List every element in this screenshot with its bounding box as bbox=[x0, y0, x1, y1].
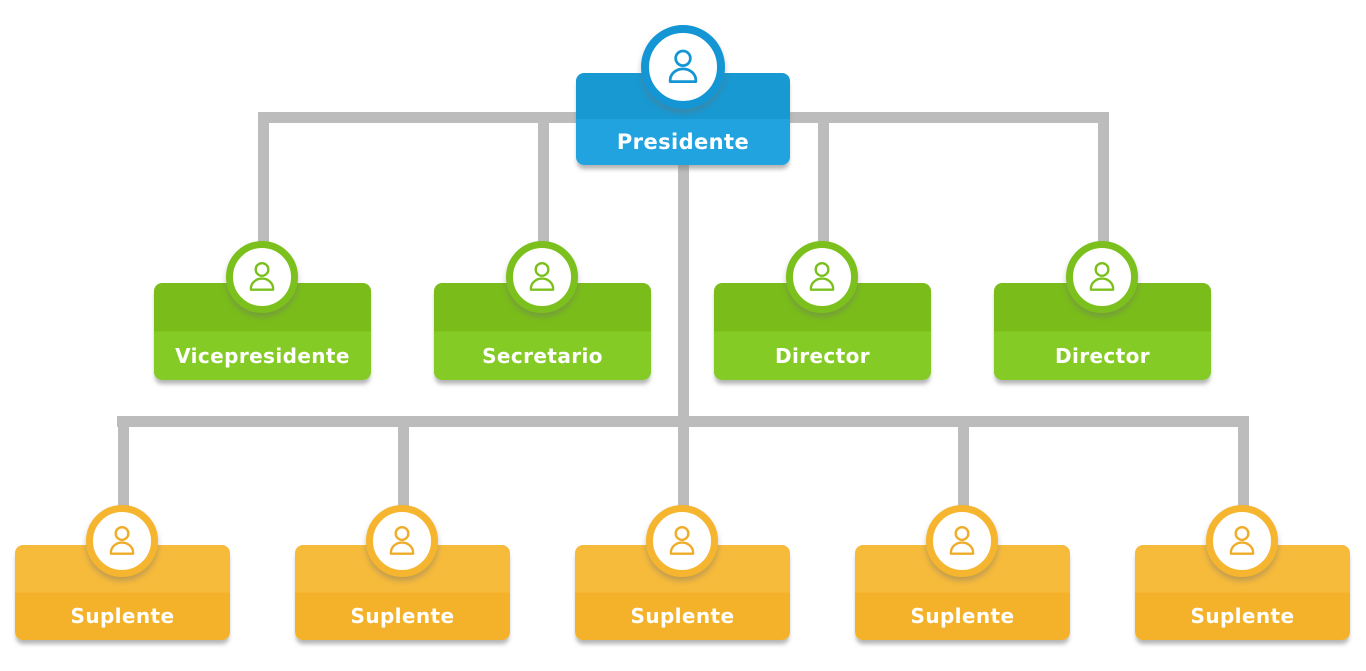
node-suplente-4: Suplente bbox=[855, 505, 1070, 640]
avatar bbox=[1066, 241, 1138, 313]
person-icon bbox=[661, 45, 705, 89]
connector-level3-horizontal bbox=[117, 416, 1249, 427]
person-icon bbox=[663, 522, 701, 560]
node-label: Suplente bbox=[630, 604, 735, 629]
person-icon bbox=[523, 258, 561, 296]
connector-presidente-to-level3 bbox=[678, 120, 689, 520]
node-presidente: Presidente bbox=[576, 25, 790, 165]
person-icon bbox=[383, 522, 421, 560]
node-vicepresidente: Vicepresidente bbox=[154, 241, 371, 380]
avatar bbox=[506, 241, 578, 313]
person-icon bbox=[1083, 258, 1121, 296]
node-director-2: Director bbox=[994, 241, 1211, 380]
node-suplente-2: Suplente bbox=[295, 505, 510, 640]
connector-director2-drop bbox=[1098, 112, 1109, 248]
node-suplente-5: Suplente bbox=[1135, 505, 1350, 640]
avatar bbox=[786, 241, 858, 313]
connector-suplente4-drop bbox=[958, 416, 969, 516]
node-secretario: Secretario bbox=[434, 241, 651, 380]
person-icon bbox=[1223, 522, 1261, 560]
connector-suplente2-drop bbox=[398, 416, 409, 516]
avatar bbox=[86, 505, 158, 577]
node-label: Suplente bbox=[70, 604, 175, 629]
connector-suplente5-drop bbox=[1238, 416, 1249, 516]
node-director-1: Director bbox=[714, 241, 931, 380]
node-label: Suplente bbox=[1190, 604, 1295, 629]
node-label: Suplente bbox=[350, 604, 455, 629]
node-label: Director bbox=[774, 343, 871, 368]
avatar bbox=[926, 505, 998, 577]
avatar bbox=[366, 505, 438, 577]
avatar bbox=[1206, 505, 1278, 577]
person-icon bbox=[943, 522, 981, 560]
node-suplente-1: Suplente bbox=[15, 505, 230, 640]
node-suplente-3: Suplente bbox=[575, 505, 790, 640]
node-label: Vicepresidente bbox=[175, 343, 350, 368]
connector-secretario-drop bbox=[538, 112, 549, 248]
node-label: Secretario bbox=[482, 343, 603, 368]
person-icon bbox=[103, 522, 141, 560]
avatar bbox=[641, 25, 725, 109]
node-label: Director bbox=[1054, 343, 1151, 368]
avatar bbox=[646, 505, 718, 577]
avatar bbox=[226, 241, 298, 313]
node-label: Presidente bbox=[616, 130, 750, 154]
person-icon bbox=[803, 258, 841, 296]
person-icon bbox=[243, 258, 281, 296]
node-label: Suplente bbox=[910, 604, 1015, 629]
connector-vicepresidente-drop bbox=[258, 112, 269, 248]
connector-director1-drop bbox=[818, 112, 829, 248]
connector-suplente1-drop bbox=[118, 416, 129, 516]
